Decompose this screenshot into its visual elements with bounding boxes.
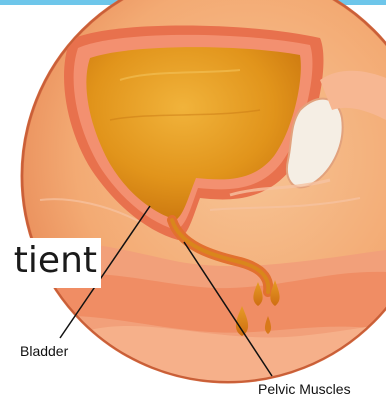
- pelvic-muscles-label: Pelvic Muscles: [258, 381, 351, 397]
- caption-text: tient: [14, 239, 97, 283]
- bladder-label: Bladder: [20, 343, 68, 359]
- caption-overlay: tient: [0, 238, 101, 288]
